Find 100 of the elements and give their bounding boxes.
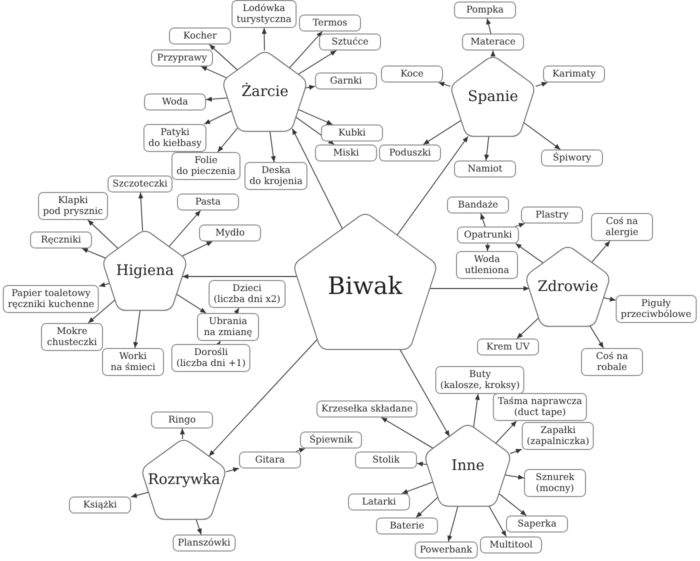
item-label: Stolik <box>372 454 400 466</box>
item-label: Opatrunki <box>464 230 512 240</box>
arrow <box>504 474 524 480</box>
arrow <box>396 136 468 236</box>
item-label: Baterie <box>390 520 424 532</box>
arrow <box>515 243 544 264</box>
arrow <box>168 210 201 247</box>
item-label: Taśma naprawcza (duct tape) <box>498 396 582 418</box>
arrow <box>495 420 517 444</box>
item-box <box>414 542 478 558</box>
arrow <box>208 44 238 70</box>
arrow <box>133 310 140 348</box>
arrow <box>429 286 530 291</box>
item-label: Ubrania na zmianę <box>204 316 252 338</box>
item-box <box>379 144 441 162</box>
arrow <box>516 317 540 339</box>
arrow <box>535 82 548 87</box>
item-box <box>38 192 108 220</box>
arrow <box>217 128 238 152</box>
item-label: Bandaże <box>458 200 498 210</box>
item-label: Ringo <box>168 414 196 426</box>
item-label: Gitara <box>255 454 285 466</box>
item-label: Multitool <box>489 540 533 550</box>
item-box <box>543 66 605 82</box>
item-label: Kocher <box>183 30 217 42</box>
item-label: Worki na śmieci <box>110 351 156 373</box>
arrow <box>88 299 116 324</box>
item-label: Woda <box>162 96 188 108</box>
item-box <box>172 534 236 552</box>
item-box <box>591 213 653 241</box>
item-box <box>521 206 583 224</box>
arrow <box>422 120 462 145</box>
arrow <box>270 130 276 162</box>
item-box <box>30 232 92 248</box>
item-label: Zapałki (zapalniczka) <box>526 425 590 447</box>
item-box <box>244 162 308 190</box>
arrow <box>289 31 323 68</box>
item-box <box>102 348 164 376</box>
item-box <box>197 313 259 341</box>
arrow <box>204 110 232 124</box>
item-box <box>300 432 362 448</box>
item-label: Szczoteczki <box>112 178 168 190</box>
item-box <box>169 28 231 44</box>
arrow <box>590 326 604 348</box>
item-box <box>151 50 213 66</box>
item-label: Planszówki <box>178 538 230 548</box>
arrow <box>591 240 610 263</box>
item-box <box>2 285 100 313</box>
item-label: Woda utleniona <box>464 254 510 276</box>
arrow <box>292 128 343 229</box>
arrow <box>180 428 185 440</box>
arrow <box>401 482 434 494</box>
arrow <box>485 243 490 252</box>
arrow <box>208 339 318 457</box>
item-label: Przyprawy <box>157 52 207 64</box>
arrow <box>438 82 451 87</box>
item-box <box>299 14 361 32</box>
arrow <box>490 50 496 56</box>
item-box <box>177 194 239 210</box>
arrow <box>523 122 561 150</box>
arrow <box>416 496 438 518</box>
item-box <box>492 393 588 421</box>
arrow <box>298 50 337 75</box>
arrow <box>130 492 150 498</box>
item-label: Karimaty <box>552 68 596 80</box>
arrow <box>262 28 267 51</box>
item-label: Patyki do kiełbasy <box>148 127 202 149</box>
item-label: Sznurek (mocny) <box>536 472 574 494</box>
item-label: Koce <box>400 68 424 80</box>
item-label: Lodówka turystyczna <box>236 3 292 25</box>
item-box <box>524 469 586 497</box>
category-label: Żarcie <box>241 85 288 101</box>
arrow <box>298 109 333 125</box>
item-label: Garnki <box>330 76 362 86</box>
item-label: Namiot <box>468 164 502 174</box>
item-label: Śpiwory <box>552 152 592 164</box>
item-box <box>232 0 296 28</box>
arrow <box>473 394 480 428</box>
item-box <box>151 412 213 428</box>
item-box <box>171 344 251 372</box>
item-label: Materace <box>470 36 516 48</box>
item-label: Kubki <box>338 128 366 138</box>
central-topic-label: Biwak <box>328 272 402 300</box>
item-box <box>355 452 417 468</box>
item-label: Latarki <box>362 496 396 508</box>
item-box <box>522 422 594 450</box>
item-label: Pasta <box>195 196 221 208</box>
arrow <box>295 448 306 453</box>
item-label: Ręczniki <box>40 234 82 246</box>
item-box <box>199 224 261 242</box>
item-box <box>454 2 516 18</box>
item-label: Termos <box>312 18 348 28</box>
item-label: Krem UV <box>486 342 530 352</box>
item-box <box>477 338 539 356</box>
category-label: Rozrywka <box>148 473 220 489</box>
item-box <box>108 176 172 192</box>
item-box <box>541 150 603 166</box>
arrow <box>182 274 298 279</box>
arrow <box>200 66 228 78</box>
item-label: Papier toaletowy ręczniki kuchenne <box>8 288 94 310</box>
